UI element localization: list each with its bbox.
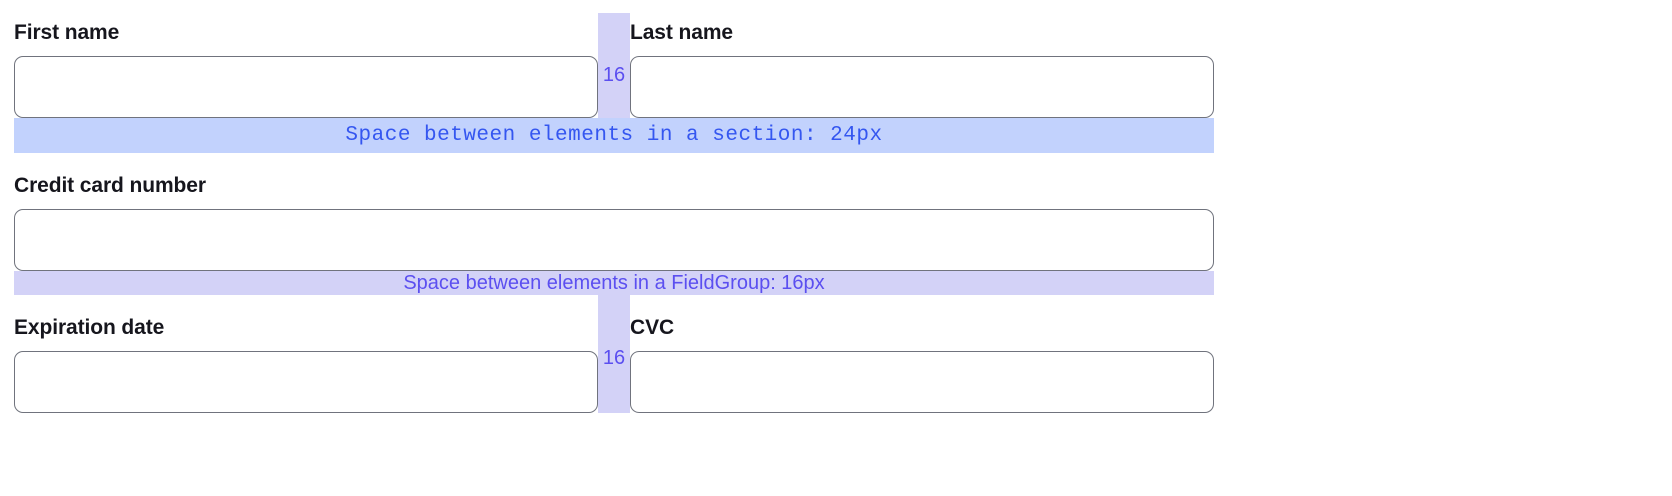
section-gap-annotation-label: Space between elements in a section: 24p…: [345, 124, 883, 147]
fieldgroup-gap-annotation-label: Space between elements in a FieldGroup: …: [403, 272, 825, 294]
cvc-input[interactable]: [630, 351, 1214, 413]
field-last-name: Last name: [630, 0, 1214, 118]
fieldgroup-gap-annotation-band: Space between elements in a FieldGroup: …: [14, 271, 1214, 295]
name-row: First name 16 Last name: [14, 0, 1214, 118]
column-gap-annotation-bottom: 16: [598, 295, 630, 413]
field-label-cvc: CVC: [630, 316, 675, 339]
column-gap-fill-top: [598, 13, 630, 118]
last-name-input[interactable]: [630, 56, 1214, 118]
column-gap-annotation-top: 16: [598, 0, 630, 118]
credit-card-row: Credit card number: [14, 153, 1214, 271]
column-gap-fill-bottom: [598, 295, 630, 413]
field-credit-card-number: Credit card number: [14, 153, 1214, 271]
field-label-expiration-date: Expiration date: [14, 316, 165, 339]
field-first-name: First name: [14, 0, 598, 118]
expiry-cvc-row: Expiration date 16 CVC: [14, 295, 1214, 413]
checkout-form: First name 16 Last name Space between el…: [14, 0, 1214, 413]
field-label-first-name: First name: [14, 21, 120, 44]
field-label-credit-card-number: Credit card number: [14, 174, 206, 197]
credit-card-number-input[interactable]: [14, 209, 1214, 271]
field-label-last-name: Last name: [630, 21, 733, 44]
expiration-date-input[interactable]: [14, 351, 598, 413]
field-expiration-date: Expiration date: [14, 295, 598, 413]
section-gap-annotation-band: Space between elements in a section: 24p…: [14, 118, 1214, 153]
first-name-input[interactable]: [14, 56, 598, 118]
column-gap-label-bottom: 16: [602, 347, 626, 369]
field-cvc: CVC: [630, 295, 1214, 413]
column-gap-label-top: 16: [602, 64, 626, 86]
